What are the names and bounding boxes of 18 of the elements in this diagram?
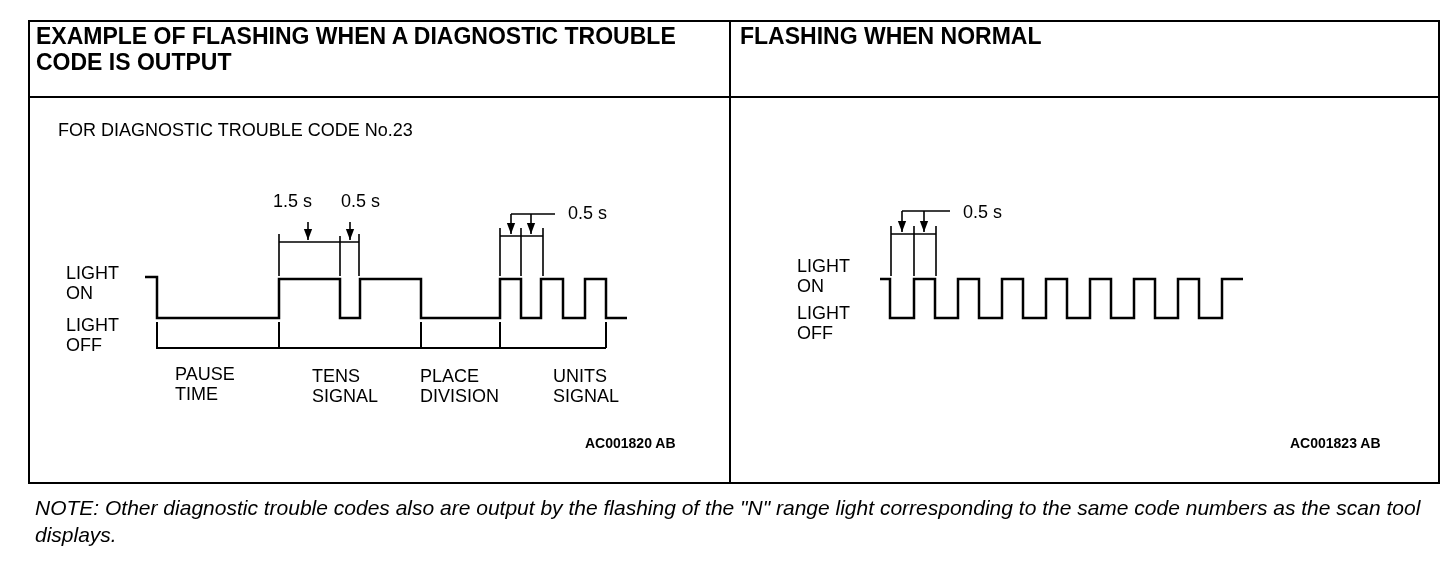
- signal-level-label: LIGHT OFF: [66, 315, 119, 356]
- duration-label: 1.5 s: [273, 191, 313, 212]
- phase-label: PAUSE TIME: [175, 364, 235, 405]
- duration-label: 0.5 s: [341, 191, 381, 212]
- column-heading: EXAMPLE OF FLASHING WHEN A DIAGNOSTIC TROUBLE CODE IS OUTPUT: [36, 24, 677, 76]
- phase-label: TENS SIGNAL: [312, 366, 378, 407]
- signal-level-label: LIGHT OFF: [797, 303, 850, 344]
- phase-label: UNITS SIGNAL: [553, 366, 619, 407]
- duration-label: 0.5 s: [963, 202, 1003, 223]
- signal-level-label: LIGHT ON: [66, 263, 119, 304]
- figure-code: AC001820 AB: [585, 436, 676, 452]
- column-heading: FLASHING WHEN NORMAL: [740, 24, 1043, 50]
- phase-label: PLACE DIVISION: [420, 366, 499, 407]
- note-text: NOTE: Other diagnostic trouble codes also are output by the flashing of the "N" range light corresponding to the same code numbers as the scan tool displays.: [35, 495, 1422, 549]
- duration-label: 0.5 s: [568, 203, 608, 224]
- signal-level-label: LIGHT ON: [797, 256, 850, 297]
- figure-code: AC001823 AB: [1290, 436, 1381, 452]
- panel-subtitle: FOR DIAGNOSTIC TROUBLE CODE No.23: [58, 120, 413, 141]
